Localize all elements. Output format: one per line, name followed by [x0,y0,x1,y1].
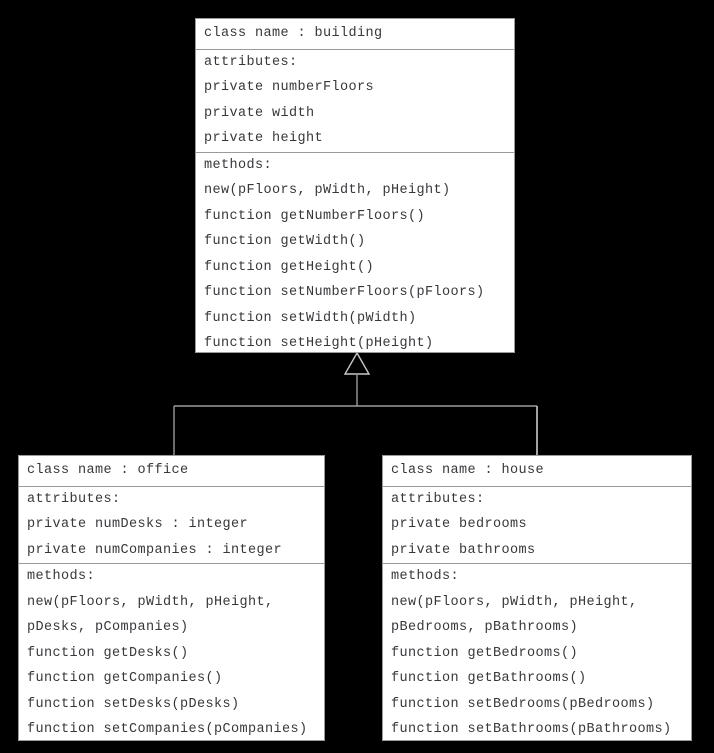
method-item: function setDesks(pDesks) [27,696,240,712]
method-item: new(pFloors, pWidth, pHeight) [204,183,451,198]
method-item: new(pFloors, pWidth, pHeight, [27,594,274,610]
attributes-label: attributes: [204,54,298,70]
class-header-section-office: class name : office [19,456,324,486]
attribute-item: private numDesks : integer [27,517,249,532]
class-box-house[interactable]: class name : house attributes: private b… [382,455,692,741]
method-item: function setBedrooms(pBedrooms) [391,696,655,712]
class-header-section-building: class name : building [196,19,514,49]
method-item: function getHeight() [204,259,375,275]
method-item: function setNumberFloors(pFloors) [204,285,485,300]
methods-section-house: methods: new(pFloors, pWidth, pHeight, p… [383,563,691,743]
class-name-building: class name : building [204,26,383,41]
method-item: function getNumberFloors() [204,208,426,224]
attributes-section-house: attributes: private bedrooms private bat… [383,485,691,564]
method-item-continuation: pDesks, pCompanies) [27,620,189,635]
attributes-section-building: attributes: private numberFloors private… [196,48,514,152]
method-item: function setBathrooms(pBathrooms) [391,722,672,737]
method-item: new(pFloors, pWidth, pHeight, [391,594,638,610]
method-item: function getCompanies() [27,671,223,686]
method-item: function getBathrooms() [391,671,587,686]
attribute-item: private height [204,131,324,146]
class-box-office[interactable]: class name : office attributes: private … [18,455,325,741]
attribute-item: private numberFloors [204,80,375,95]
method-item: function getDesks() [27,645,189,661]
methods-section-office: methods: new(pFloors, pWidth, pHeight, p… [19,563,324,743]
class-header-section-house: class name : house [383,456,691,486]
attributes-label: attributes: [27,491,121,507]
attribute-item: private bedrooms [391,517,528,532]
methods-label: methods: [391,569,460,584]
methods-label: methods: [204,157,273,173]
method-item-continuation: pBedrooms, pBathrooms) [391,620,579,635]
attributes-label: attributes: [391,491,485,507]
attribute-item: private bathrooms [391,542,536,558]
class-box-building[interactable]: class name : building attributes: privat… [195,18,515,353]
method-item: function getWidth() [204,234,366,249]
method-item: function setWidth(pWidth) [204,310,417,326]
method-item: function setHeight(pHeight) [204,336,434,351]
attributes-section-office: attributes: private numDesks : integer p… [19,485,324,564]
methods-label: methods: [27,569,96,584]
class-name-office: class name : office [27,463,189,478]
attribute-item: private numCompanies : integer [27,542,283,558]
method-item: function getBedrooms() [391,645,579,661]
method-item: function setCompanies(pCompanies) [27,722,308,737]
attribute-item: private width [204,105,315,121]
class-name-house: class name : house [391,463,545,478]
methods-section-building: methods: new(pFloors, pWidth, pHeight) f… [196,151,514,357]
